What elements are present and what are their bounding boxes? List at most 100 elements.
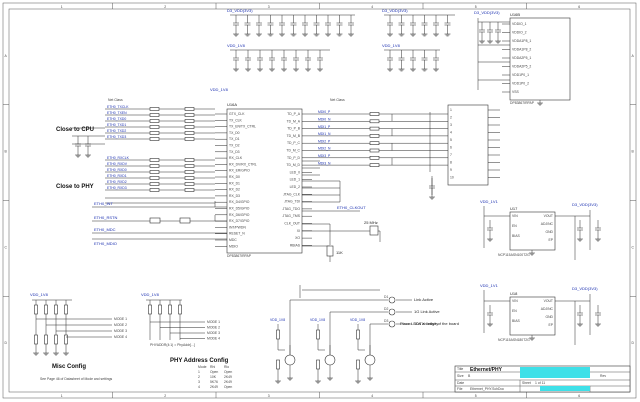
phy-right-pin: XI [297, 229, 300, 233]
svg-text:Size: Size [457, 374, 464, 378]
net-label-vdd-1v8-left: VDD_1V8 [227, 43, 246, 48]
capacitor [257, 50, 263, 66]
cpu-net-label: ETH0_RXD1 [107, 174, 127, 178]
phy-right-pin: TD_P_A [287, 112, 301, 116]
cpu-net-label: ETH0_RXD2 [107, 180, 127, 184]
capacitor [421, 15, 428, 31]
net-label-3v3-top-mid: D3_VDD(3V3) [382, 8, 408, 13]
cpu-net-label: ETH0_TXD0 [107, 117, 126, 121]
regulator-pin: ADJ/NC [541, 222, 554, 226]
resistor [149, 119, 160, 123]
border-row-label: A [632, 54, 635, 58]
capacitor [267, 15, 274, 31]
svg-text:NCP115ASN180T2G: NCP115ASN180T2G [498, 338, 530, 342]
resistor [184, 131, 195, 135]
resistor [184, 176, 195, 180]
power-chip-pin: VDDIO_1 [512, 22, 527, 26]
phy-mode-label: MODE 2 [207, 326, 220, 330]
capacitor [317, 50, 323, 66]
cpu-net-label: ETH0_TXEN [107, 111, 127, 115]
resistor [184, 188, 195, 192]
place-leds-note: Place LEDs on edge of the board [400, 321, 459, 326]
ground-symbol [537, 100, 543, 106]
phy-left-pin: TX_D3 [229, 150, 240, 154]
capacitor [398, 15, 405, 31]
resistor [149, 188, 160, 192]
capacitor [433, 50, 439, 66]
mode-table-cell: 10K [210, 375, 217, 379]
resistor [369, 134, 380, 138]
led-driver-net: VDD_1V8 [310, 318, 325, 322]
phy-left-pin: MDIO [229, 244, 238, 248]
net-label-vdd-1v8-addr: VDD_1V8 [141, 292, 160, 297]
resistor [158, 304, 162, 315]
svg-text:ETH0_MDC: ETH0_MDC [94, 227, 116, 232]
ground-symbol [410, 31, 416, 37]
cpu-net-label: ETH0_TXD2 [107, 129, 126, 133]
resistor [184, 137, 195, 141]
phy-left-pin: TX_CLK [229, 118, 243, 122]
cpu-net-label: ETH0_RXD3 [107, 186, 127, 190]
resistor [149, 164, 160, 168]
svg-text:Rev: Rev [600, 374, 606, 378]
magnetics-pin: 8 [450, 161, 452, 165]
resistor [184, 164, 195, 168]
cpu-net-label: ETH0_TXD3 [107, 135, 126, 139]
cpu-net-label: ETH0_TXD1 [107, 123, 126, 127]
clock-and-bias: ETH0_CLKOUT 25 MHz 11K [302, 205, 381, 262]
ground-symbol [495, 38, 501, 44]
magnetics-pin: 5 [450, 138, 452, 142]
resistor [44, 334, 48, 345]
capacitor [387, 15, 393, 31]
power-chip-pin: VDD1P0_1 [512, 73, 529, 77]
resistor [54, 334, 58, 345]
mode-table-cell: 2K49 [210, 385, 218, 389]
resistor [369, 163, 380, 167]
capacitor [269, 50, 275, 66]
redacted-title-area [520, 367, 590, 378]
phy-mode-label: MODE 4 [207, 337, 220, 341]
led-ref: D2 [384, 307, 388, 311]
net-label-vdd-1v1-b: VDD_1V1 [480, 283, 499, 288]
resistor [369, 148, 380, 153]
resistor [316, 329, 320, 340]
ground-symbol [279, 31, 285, 37]
svg-text:Sheet: Sheet [522, 381, 531, 385]
capacitor [293, 50, 299, 66]
capacitor [595, 220, 601, 236]
regulator-pin: VIN [512, 214, 518, 218]
phy-left-pin: RX_D3 [229, 194, 240, 198]
regulator-pin: GND [545, 315, 553, 319]
regulator-pin: VIN [512, 299, 518, 303]
svg-text:U18: U18 [510, 291, 518, 296]
capacitor [281, 50, 287, 66]
ground-symbol [233, 31, 239, 37]
border-row-label: C [5, 245, 8, 249]
regulator-pin: GND [545, 230, 553, 234]
net-label-vdd-1v8-mid: VDD_1V8 [382, 43, 401, 48]
power-chip-pin: VDD1P0_2 [512, 82, 529, 86]
mdi-net-label: MDI1_N [318, 132, 331, 136]
phy-right-pin: XO [295, 236, 300, 240]
border-col-label: 2 [164, 394, 166, 398]
ground-symbol [487, 38, 493, 44]
net-label-vdd-1v8-chip: VDD_1V8 [210, 87, 229, 92]
ground-symbol [444, 31, 451, 37]
resistor [369, 156, 380, 160]
capacitor [487, 305, 493, 321]
svg-text:NCP115ASN100T2G: NCP115ASN100T2G [498, 253, 530, 257]
phy-right-pin: TD_M_D [286, 163, 300, 167]
mode-table-header: Rhi [210, 365, 215, 369]
resistor [184, 170, 195, 174]
mode-table-cell: 3 [198, 380, 200, 384]
ground-symbol [43, 350, 49, 356]
net-label-vdd-1v1-a: VDD_1V1 [480, 199, 499, 204]
svg-text:DP83867IRPAP: DP83867IRPAP [227, 254, 252, 258]
led-driver-net: VDD_1V8 [350, 318, 365, 322]
net-label-vdd-1v8-misc: VDD_1V8 [30, 292, 49, 297]
capacitor [348, 15, 354, 31]
resistor [64, 304, 68, 315]
